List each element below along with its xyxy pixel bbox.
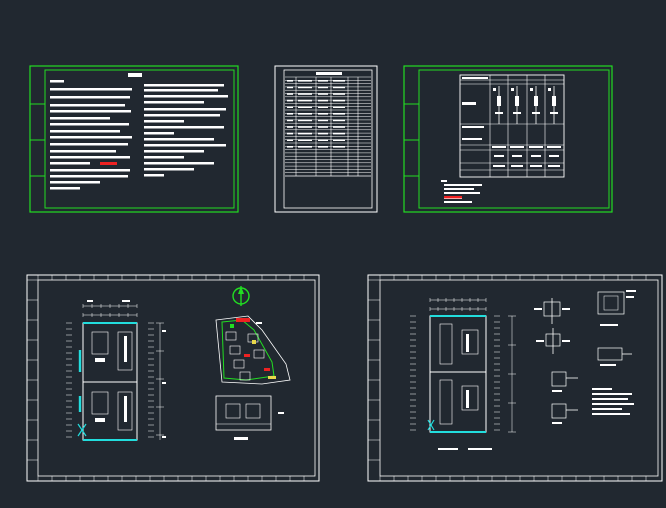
sheet-design-notes[interactable] (29, 65, 239, 213)
sheet-material-table[interactable] (274, 65, 378, 213)
elevation-drawing[interactable] (215, 395, 284, 440)
sheet-system-diagram[interactable] (403, 65, 613, 213)
detail-drawings[interactable] (534, 290, 636, 424)
sheet-floor-plan-site[interactable] (26, 274, 320, 482)
floor-plan-right[interactable] (410, 298, 516, 450)
site-plan[interactable] (215, 315, 291, 385)
north-arrow-icon[interactable] (232, 286, 250, 306)
sheet-floor-plan-details[interactable] (367, 274, 663, 482)
floor-plan-left[interactable] (66, 300, 166, 441)
